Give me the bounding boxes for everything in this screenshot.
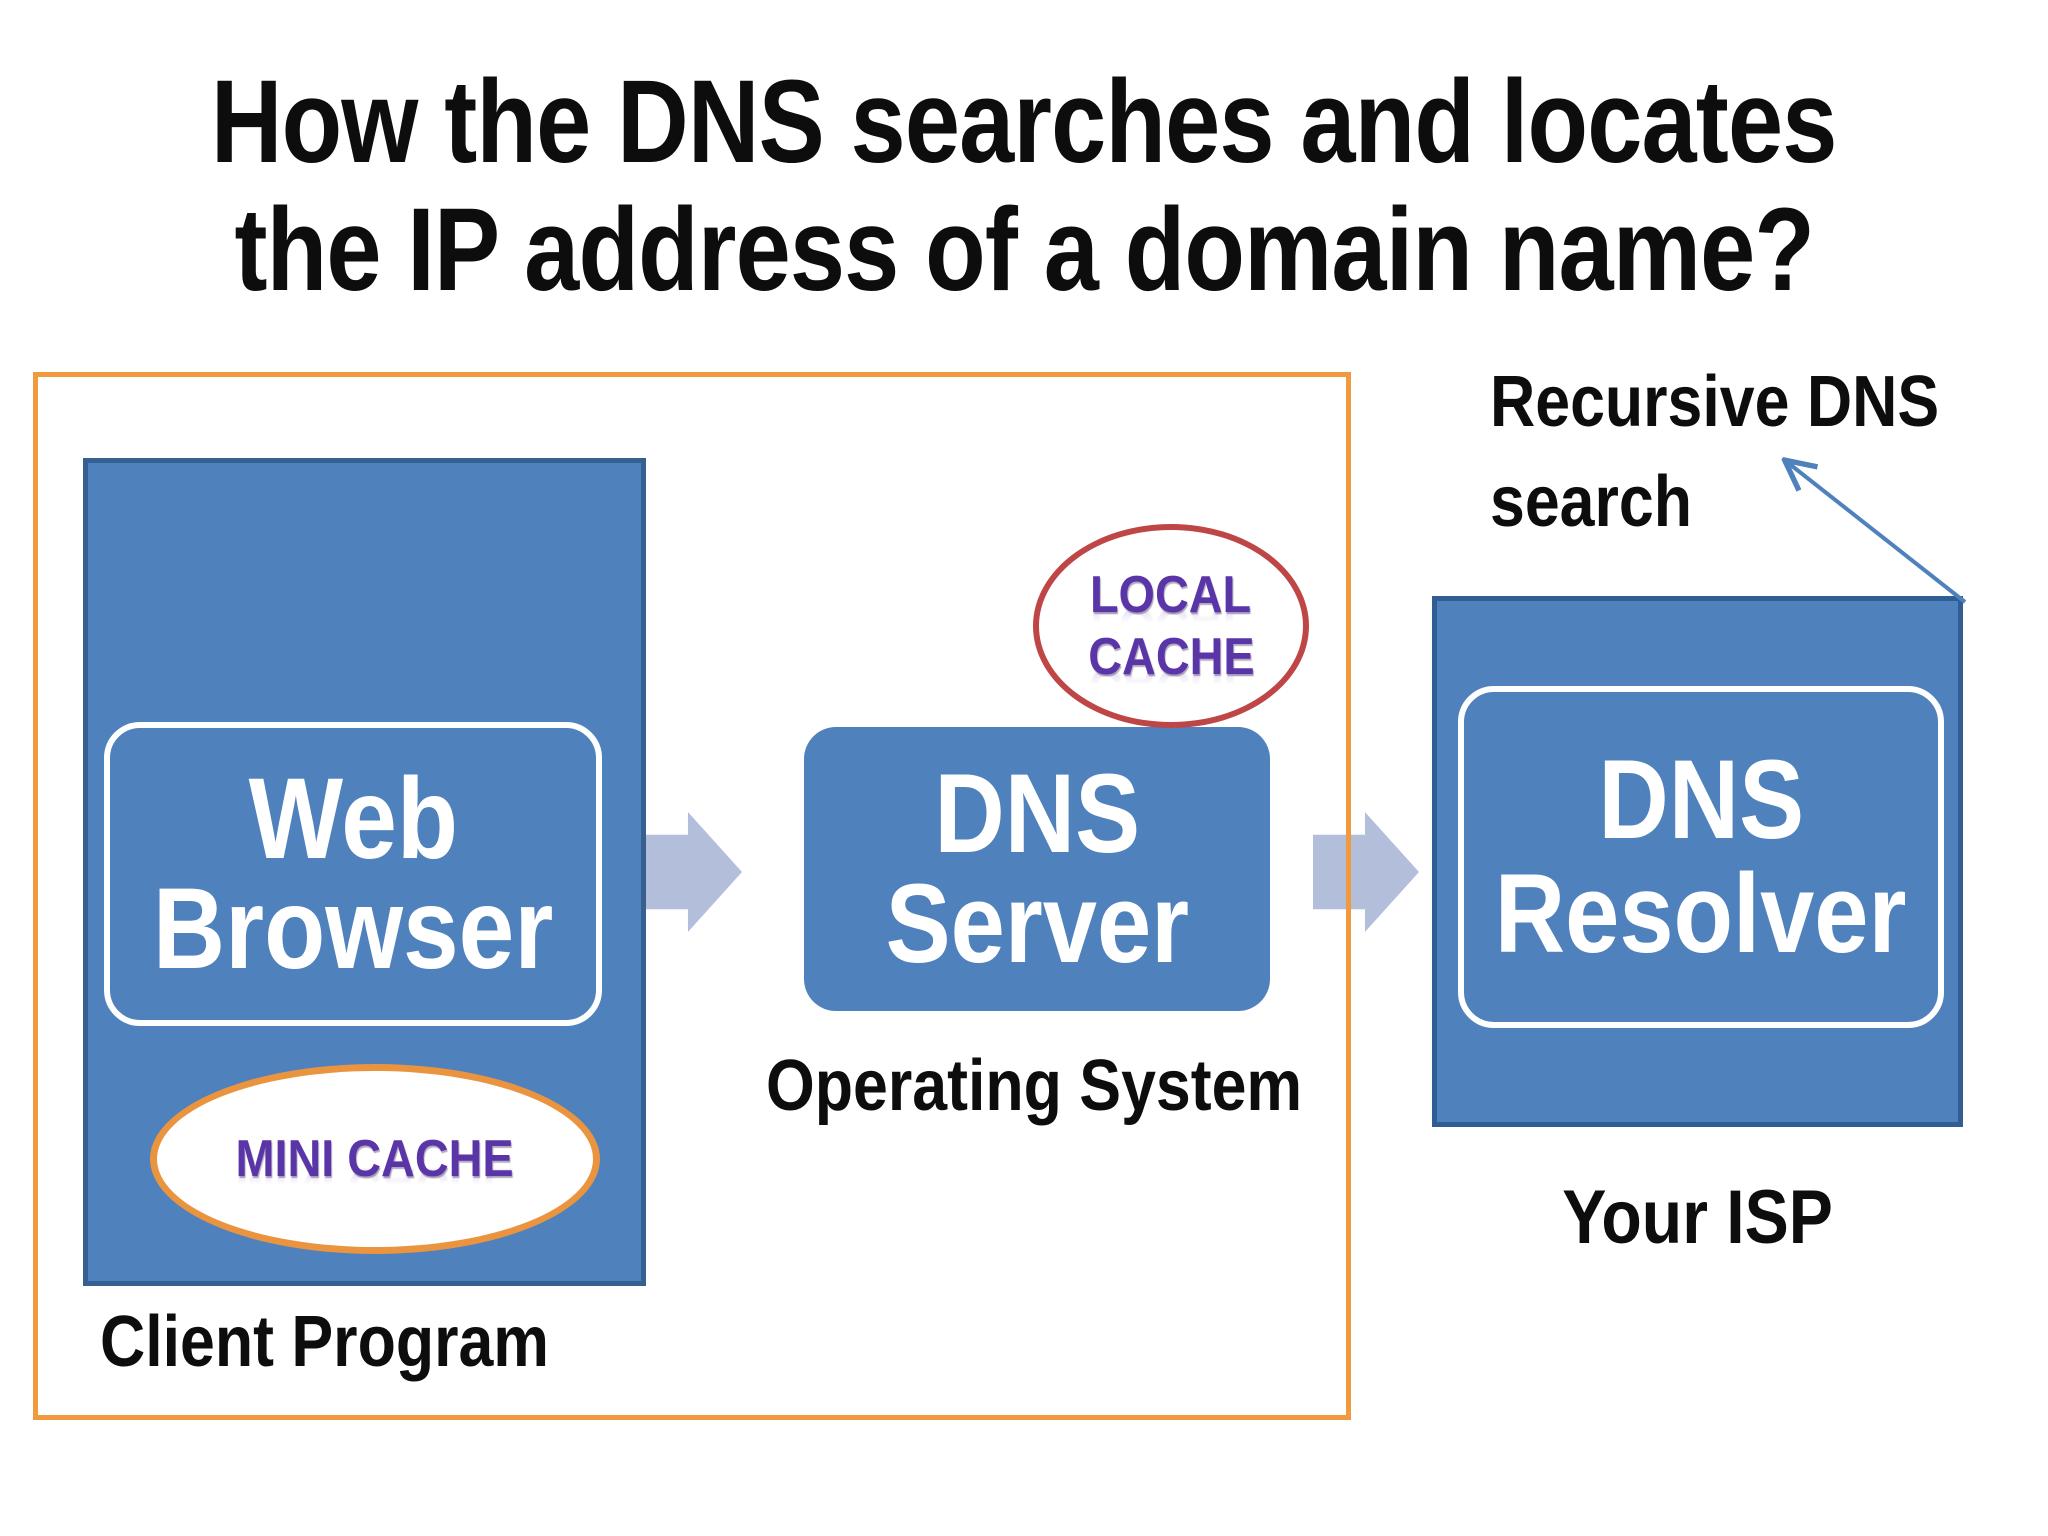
recursive-dns-search-line2: search bbox=[1490, 462, 1692, 542]
local-cache-label-line1: LOCAL bbox=[1090, 566, 1252, 624]
recursive-search-arrow-icon bbox=[1755, 430, 1967, 604]
web-browser-label-line2: Browser bbox=[152, 865, 554, 993]
page-title-line2: the IP address of a domain name? bbox=[234, 184, 1814, 316]
dns-resolver-label-line2: Resolver bbox=[1495, 851, 1907, 976]
page-title: How the DNS searches and locates the IP … bbox=[0, 58, 2048, 314]
dns-server-label-line1: DNS bbox=[934, 751, 1140, 876]
right-block-arrow-browser-to-server-icon bbox=[636, 812, 742, 932]
mini-cache-label: MINI CACHE bbox=[235, 1130, 515, 1188]
recursive-dns-search-line1: Recursive DNS bbox=[1490, 362, 1940, 442]
operating-system-label: Operating System bbox=[765, 1046, 1303, 1126]
dns-server-label-line2: Server bbox=[885, 861, 1189, 986]
right-block-arrow-server-to-resolver-icon bbox=[1313, 812, 1419, 932]
dns-server-box: DNS Server bbox=[804, 727, 1270, 1011]
your-isp-label: Your ISP bbox=[1562, 1175, 1833, 1260]
local-cache-ellipse: LOCAL CACHE bbox=[1033, 524, 1309, 728]
recursive-dns-search-label: Recursive DNS search bbox=[1490, 352, 2006, 552]
dns-resolver-box bbox=[1432, 596, 1963, 1127]
web-browser-label-box: Web Browser bbox=[104, 722, 602, 1026]
dns-resolver-label-line1: DNS bbox=[1598, 737, 1804, 862]
local-cache-label-line2: CACHE bbox=[1087, 628, 1255, 686]
dns-resolver-label-box: DNS Resolver bbox=[1458, 686, 1944, 1028]
client-program-label: Client Program bbox=[100, 1302, 550, 1382]
web-browser-label-line1: Web bbox=[248, 755, 458, 883]
page-title-line1: How the DNS searches and locates bbox=[211, 56, 1838, 188]
mini-cache-ellipse: MINI CACHE bbox=[150, 1064, 600, 1254]
